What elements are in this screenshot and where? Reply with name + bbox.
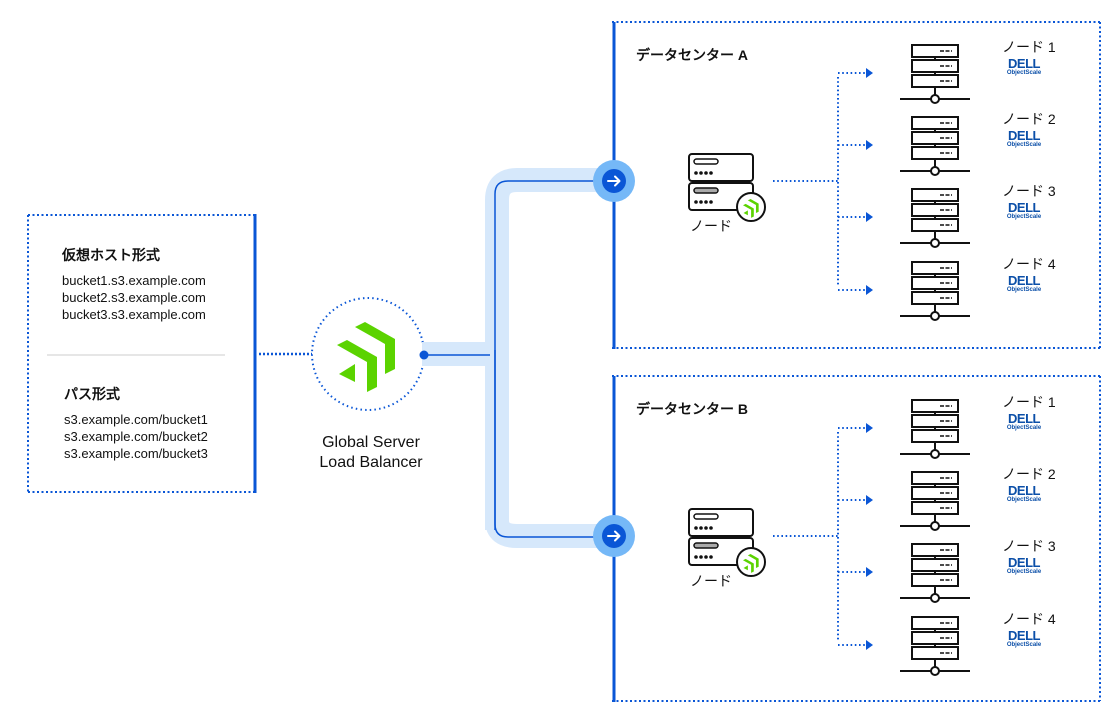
path-style-url: s3.example.com/bucket2 [64, 429, 208, 444]
path-style-url: s3.example.com/bucket1 [64, 412, 208, 427]
gslb-label: Global Server Load Balancer [291, 433, 451, 473]
datacenter-a-title: データセンター A [636, 47, 748, 63]
virtual-host-url: bucket2.s3.example.com [62, 290, 206, 305]
storage-server-rack-icon [900, 188, 970, 248]
arrowhead-icon [866, 140, 873, 150]
objectscale-label: ObjectScale [1006, 569, 1042, 575]
dell-logo-icon: DELL [1008, 273, 1040, 288]
objectscale-label: ObjectScale [1006, 214, 1042, 220]
gslb-connector-line [424, 180, 606, 538]
storage-node-name: ノード 3 [1002, 183, 1056, 199]
dell-logo-icon: DELL [1008, 411, 1040, 426]
arrowhead-icon [866, 423, 873, 433]
storage-node-name: ノード 2 [1002, 466, 1056, 482]
virtual-host-url: bucket1.s3.example.com [62, 273, 206, 288]
storage-server-rack-icon [900, 261, 970, 321]
dell-logo-icon: DELL [1008, 128, 1040, 143]
storage-node-name: ノード 2 [1002, 111, 1056, 127]
dell-logo-icon: DELL [1008, 56, 1040, 71]
arrowhead-icon [866, 68, 873, 78]
storage-node-name: ノード 3 [1002, 538, 1056, 554]
storage-server-rack-icon [900, 116, 970, 176]
objectscale-label: ObjectScale [1006, 70, 1042, 76]
arrowhead-icon [866, 285, 873, 295]
progress-logo-icon [337, 322, 395, 392]
gslb-label-line1: Global Server [322, 434, 420, 451]
arrowhead-icon [866, 640, 873, 650]
storage-node-name: ノード 1 [1002, 394, 1056, 410]
dell-logo-icon: DELL [1008, 483, 1040, 498]
path-style-list: s3.example.com/bucket1 s3.example.com/bu… [64, 411, 208, 462]
storage-server-rack-icon [900, 399, 970, 459]
storage-node-name: ノード 1 [1002, 39, 1056, 55]
path-style-url: s3.example.com/bucket3 [64, 446, 208, 461]
gslb-label-line2: Load Balancer [319, 454, 423, 471]
virtual-host-list: bucket1.s3.example.com bucket2.s3.exampl… [62, 272, 206, 323]
objectscale-label: ObjectScale [1006, 497, 1042, 503]
server-with-logo-icon [688, 508, 766, 577]
objectscale-label: ObjectScale [1006, 642, 1042, 648]
virtual-host-url: bucket3.s3.example.com [62, 307, 206, 322]
storage-server-rack-icon [900, 616, 970, 676]
path-style-title: パス形式 [64, 386, 120, 402]
storage-server-rack-icon [900, 44, 970, 104]
objectscale-label: ObjectScale [1006, 287, 1042, 293]
arrowhead-icon [866, 567, 873, 577]
datacenter-a-lb-node-label: ノード [690, 218, 732, 234]
server-with-logo-icon [688, 153, 766, 222]
arrowhead-icon [866, 212, 873, 222]
objectscale-label: ObjectScale [1006, 142, 1042, 148]
gslb-connector-pipe [422, 168, 614, 548]
storage-node-name: ノード 4 [1002, 611, 1056, 627]
storage-server-rack-icon [900, 471, 970, 531]
left-panel-frame [27, 214, 257, 493]
datacenter-b-lb-node-label: ノード [690, 573, 732, 589]
objectscale-label: ObjectScale [1006, 425, 1042, 431]
virtual-host-title: 仮想ホスト形式 [62, 247, 160, 263]
arrow-right-circle-icon [593, 515, 635, 557]
dell-logo-icon: DELL [1008, 200, 1040, 215]
storage-server-rack-icon [900, 543, 970, 603]
arrowhead-icon [866, 495, 873, 505]
dell-logo-icon: DELL [1008, 628, 1040, 643]
arrow-right-circle-icon [593, 160, 635, 202]
dell-logo-icon: DELL [1008, 555, 1040, 570]
gslb-output-dot [419, 350, 429, 360]
datacenter-b-title: データセンター B [636, 401, 748, 417]
storage-node-name: ノード 4 [1002, 256, 1056, 272]
